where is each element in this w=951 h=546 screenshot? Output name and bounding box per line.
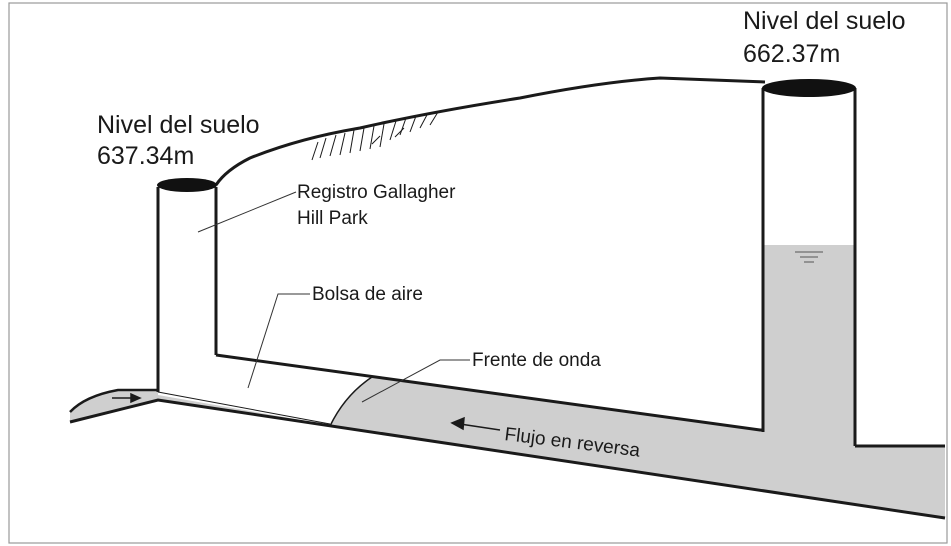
inlet-arrow-icon: [112, 392, 142, 404]
left-level-title: Nivel del suelo: [97, 111, 260, 139]
right-level-elevation: 662.37m: [743, 40, 840, 68]
right-shaft-water: [763, 245, 855, 432]
grass-hatching: [311, 111, 439, 161]
diagram-frame: [8, 2, 948, 544]
left-level-elevation: 637.34m: [97, 142, 194, 170]
left-shaft-cap: [157, 178, 217, 192]
ground-surface-line: [214, 76, 766, 186]
pipe-bottom-edge: [69, 398, 946, 520]
right-level-title: Nivel del suelo: [743, 7, 906, 35]
bolsa-leader-line: [247, 293, 310, 389]
inlet-pipe-top: [69, 388, 158, 413]
pipe-top-edge: [215, 353, 763, 432]
frente-label: Frente de onda: [472, 350, 601, 371]
frente-leader-line: [361, 359, 470, 403]
wave-front-curve: [329, 376, 373, 427]
water-level-marks: [795, 251, 823, 263]
reverse-flow-arrow-icon: [450, 416, 501, 431]
registro-label-line2: Hill Park: [297, 208, 368, 229]
right-shaft-cap: [762, 79, 856, 97]
registro-label-line1: Registro Gallagher: [297, 182, 456, 203]
pipe-water-fill: [70, 377, 945, 518]
bolsa-label: Bolsa de aire: [312, 284, 423, 305]
air-pocket-boundary: [157, 391, 331, 425]
registro-leader-line: [197, 191, 297, 233]
